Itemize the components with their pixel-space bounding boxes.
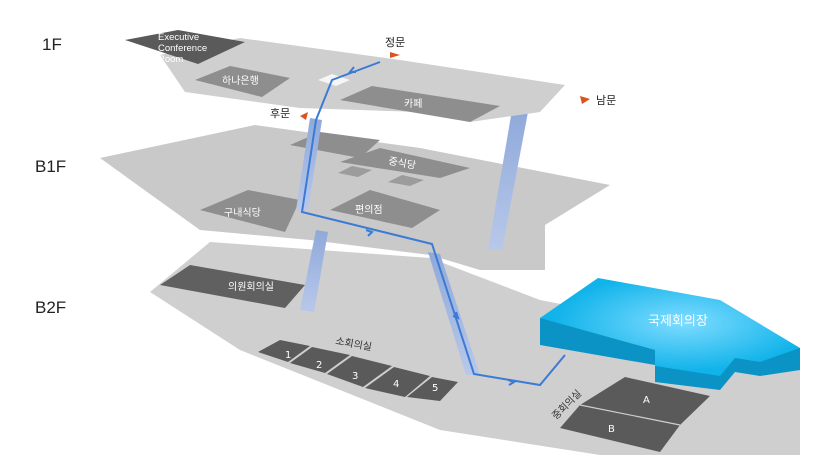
small-rooms: 1 2 3 4 5 — [258, 340, 458, 401]
international-hall[interactable]: 국제회의장 — [540, 278, 800, 390]
elevator-shaft-west — [300, 230, 328, 312]
staff-cafeteria-label: 구내식당 — [224, 207, 261, 219]
small-room-5[interactable] — [407, 377, 458, 401]
room-assembly[interactable] — [160, 265, 305, 308]
medium-room-b-label: B — [608, 424, 615, 435]
rear-gate-label: 후문 — [270, 107, 290, 120]
room-executive[interactable] — [125, 30, 245, 64]
hall-top — [540, 278, 800, 376]
medium-room-b[interactable] — [560, 405, 680, 452]
floor-b1: 중식당 구내식당 편의점 — [100, 125, 610, 270]
gates: 정문 남문 후문 — [270, 36, 616, 120]
small-room-2[interactable] — [290, 347, 350, 373]
floor-label-1f: 1F — [42, 35, 62, 54]
small-room-4[interactable] — [365, 367, 430, 397]
room-staff-cafeteria[interactable] — [200, 190, 300, 232]
executive-label-3: Room — [158, 54, 183, 65]
bank-label: 하나은행 — [222, 74, 259, 87]
small-room-5-label: 5 — [432, 383, 438, 394]
room-assembly-label: 의원회의실 — [228, 281, 274, 293]
south-gate-label: 남문 — [596, 94, 616, 107]
small-room-1-label: 1 — [285, 350, 291, 361]
route-arrow-1 — [347, 66, 356, 73]
cafe-label: 카페 — [404, 98, 422, 110]
floor-1f: Executive Conference Room 하나은행 카페 — [125, 30, 565, 122]
b1-room-c — [388, 175, 424, 186]
room-cafe[interactable] — [340, 86, 500, 122]
room-bank[interactable] — [195, 66, 290, 97]
executive-label-1: Executive — [158, 32, 199, 43]
medium-room-a-label: A — [643, 395, 650, 406]
hall-label: 국제회의장 — [648, 314, 708, 329]
floor-label-b2: B2F — [35, 298, 66, 317]
route-arrow-4 — [507, 379, 517, 386]
main-gate-label: 정문 — [385, 36, 405, 49]
room-convenience-store[interactable] — [330, 190, 440, 228]
small-room-2-label: 2 — [316, 360, 322, 371]
route — [300, 61, 566, 387]
convenience-store-label: 편의점 — [355, 204, 383, 216]
elevator-shaft-east — [488, 110, 528, 250]
room-central-cafeteria[interactable] — [340, 148, 470, 178]
route-arrow-3 — [452, 311, 460, 320]
small-room-4-label: 4 — [393, 379, 399, 390]
main-gate-icon — [390, 52, 400, 58]
small-room-1[interactable] — [258, 340, 310, 362]
small-room-3[interactable] — [327, 356, 392, 387]
central-cafeteria-label: 중식당 — [387, 155, 416, 172]
floor-b2: 의원회의실 소회의실 1 2 3 4 5 중회의실 A B 국제회의장 — [150, 242, 800, 455]
medium-room-a[interactable] — [580, 377, 710, 425]
route-line — [300, 61, 566, 387]
route-arrow-2 — [365, 229, 374, 237]
b1-room-b — [338, 166, 372, 177]
executive-label-2: Conference — [158, 43, 207, 54]
south-gate-icon — [580, 96, 590, 104]
floor-label-b1: B1F — [35, 157, 66, 176]
small-room-3-label: 3 — [352, 371, 358, 382]
rear-gate-icon — [300, 112, 308, 120]
